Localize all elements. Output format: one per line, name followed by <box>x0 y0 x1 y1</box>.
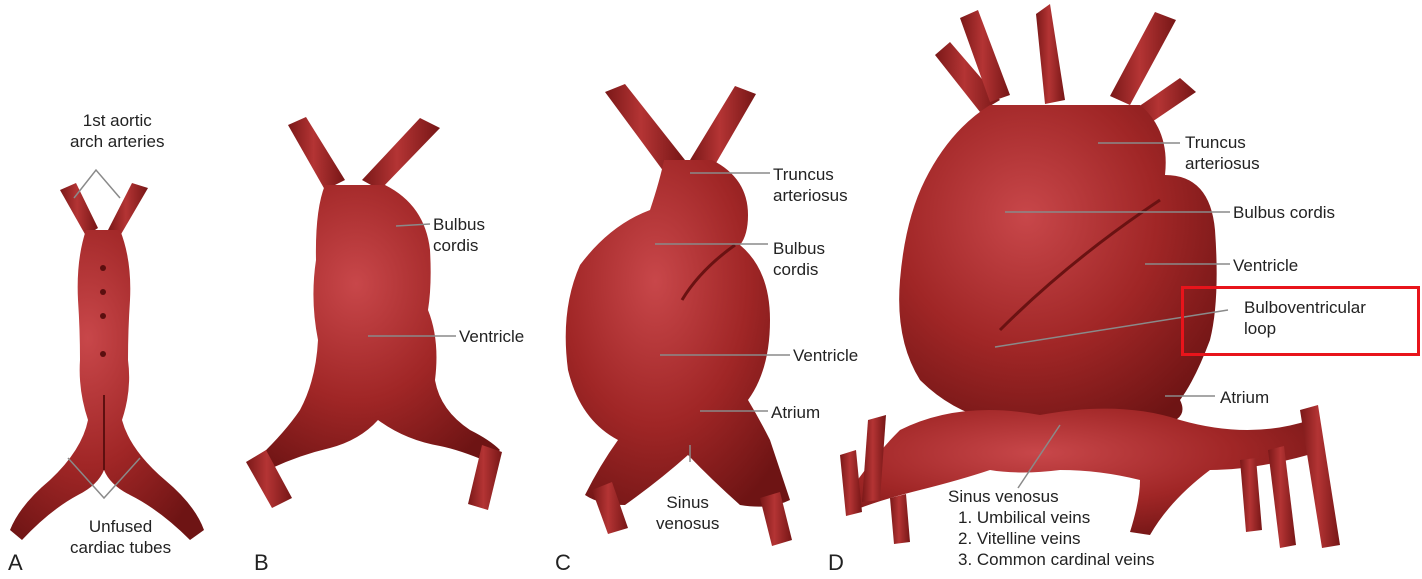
label-line: cordis <box>773 259 825 280</box>
panel-c-left-artery <box>605 84 685 172</box>
panel-a-fusion-dot <box>100 351 106 357</box>
label-line: Truncus <box>1185 132 1260 153</box>
panel-b-heart-tube <box>246 117 502 510</box>
panel-b-left-artery <box>288 117 345 190</box>
label-line: Sinus <box>656 492 719 513</box>
label-line: cordis <box>433 235 485 256</box>
label-aortic-arch-arteries: 1st aortic arch arteries <box>70 110 164 152</box>
label-line: venosus <box>656 513 719 534</box>
label-line: Bulboventricular <box>1244 297 1366 318</box>
label-line: Bulbus <box>433 214 485 235</box>
label-line: arch arteries <box>70 131 164 152</box>
label-bulbus-cordis-b: Bulbus cordis <box>433 214 485 256</box>
label-line: 1st aortic <box>70 110 164 131</box>
panel-c-right-artery <box>690 86 756 170</box>
panel-d-vessel-ur3 <box>1036 4 1065 104</box>
label-ventricle-d: Ventricle <box>1233 255 1298 276</box>
panel-d-heart-body <box>899 105 1216 425</box>
panel-b-right-artery <box>362 118 440 190</box>
label-vein-common-cardinal: 3. Common cardinal veins <box>948 549 1155 570</box>
label-atrium-c: Atrium <box>771 402 820 423</box>
panel-a-fusion-dot <box>100 265 106 271</box>
panel-d-vein-right3 <box>1240 458 1262 532</box>
panel-d-vein-left3 <box>890 494 910 544</box>
panel-a-fusion-dot <box>100 313 106 319</box>
panel-letter-d: D <box>828 550 844 576</box>
label-bulbus-cordis-c: Bulbus cordis <box>773 238 825 280</box>
label-sinus-venosus-d: Sinus venosus 1. Umbilical veins 2. Vite… <box>948 486 1155 570</box>
label-bulbus-cordis-d: Bulbus cordis <box>1233 202 1335 223</box>
label-sinus-venosus-c: Sinus venosus <box>656 492 719 534</box>
label-vein-vitelline: 2. Vitelline veins <box>948 528 1155 549</box>
label-line: Bulbus <box>773 238 825 259</box>
label-bulboventricular-loop: Bulboventricular loop <box>1244 297 1366 339</box>
panel-c-heart-tube <box>566 84 792 546</box>
panel-d-vein-right1 <box>1300 405 1340 548</box>
label-ventricle-c: Ventricle <box>793 345 858 366</box>
panel-c-tube-body <box>566 160 790 507</box>
panel-letter-a: A <box>8 550 23 576</box>
panel-a-tube-body <box>10 230 204 540</box>
panel-a-fusion-dot <box>100 289 106 295</box>
panel-a-heart-tube <box>10 183 204 540</box>
label-line: Truncus <box>773 164 848 185</box>
panel-letter-c: C <box>555 550 571 576</box>
label-line: loop <box>1244 318 1366 339</box>
label-atrium-d: Atrium <box>1220 387 1269 408</box>
label-line: arteriosus <box>773 185 848 206</box>
label-ventricle-b: Ventricle <box>459 326 524 347</box>
label-vein-umbilical: 1. Umbilical veins <box>948 507 1155 528</box>
panel-d-vein-right2 <box>1268 446 1296 548</box>
panel-d-vein-left2 <box>840 450 862 516</box>
panel-d-heart <box>840 4 1340 548</box>
label-unfused-cardiac-tubes: Unfused cardiac tubes <box>70 516 171 558</box>
label-truncus-arteriosus-d: Truncus arteriosus <box>1185 132 1260 174</box>
label-line: cardiac tubes <box>70 537 171 558</box>
label-line: Unfused <box>70 516 171 537</box>
label-line: Sinus venosus <box>948 486 1155 507</box>
panel-letter-b: B <box>254 550 269 576</box>
label-line: arteriosus <box>1185 153 1260 174</box>
label-truncus-arteriosus-c: Truncus arteriosus <box>773 164 848 206</box>
